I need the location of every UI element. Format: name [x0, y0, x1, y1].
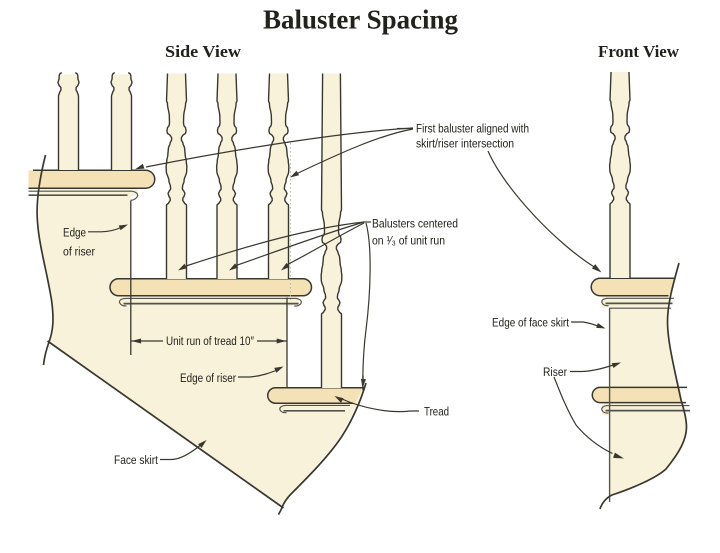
svg-text:Edge: Edge: [63, 226, 86, 240]
svg-text:Riser: Riser: [543, 365, 567, 379]
svg-text:Balusters centered: Balusters centered: [372, 217, 458, 231]
svg-text:of riser: of riser: [63, 245, 95, 259]
svg-text:Tread: Tread: [424, 405, 449, 419]
svg-text:Face skirt: Face skirt: [114, 453, 158, 467]
svg-text:skirt/riser intersection: skirt/riser intersection: [416, 137, 514, 151]
svg-text:First baluster aligned with: First baluster aligned with: [416, 122, 529, 136]
svg-text:Edge of riser: Edge of riser: [180, 371, 236, 385]
svg-text:Unit run of tread 10″: Unit run of tread 10″: [166, 334, 254, 348]
svg-text:Front View: Front View: [598, 42, 679, 61]
svg-text:Baluster Spacing: Baluster Spacing: [263, 5, 458, 35]
svg-text:Edge of face skirt: Edge of face skirt: [492, 316, 569, 330]
svg-text:on ¹⁄₃ of unit run: on ¹⁄₃ of unit run: [372, 234, 445, 248]
svg-text:Side View: Side View: [165, 42, 241, 61]
